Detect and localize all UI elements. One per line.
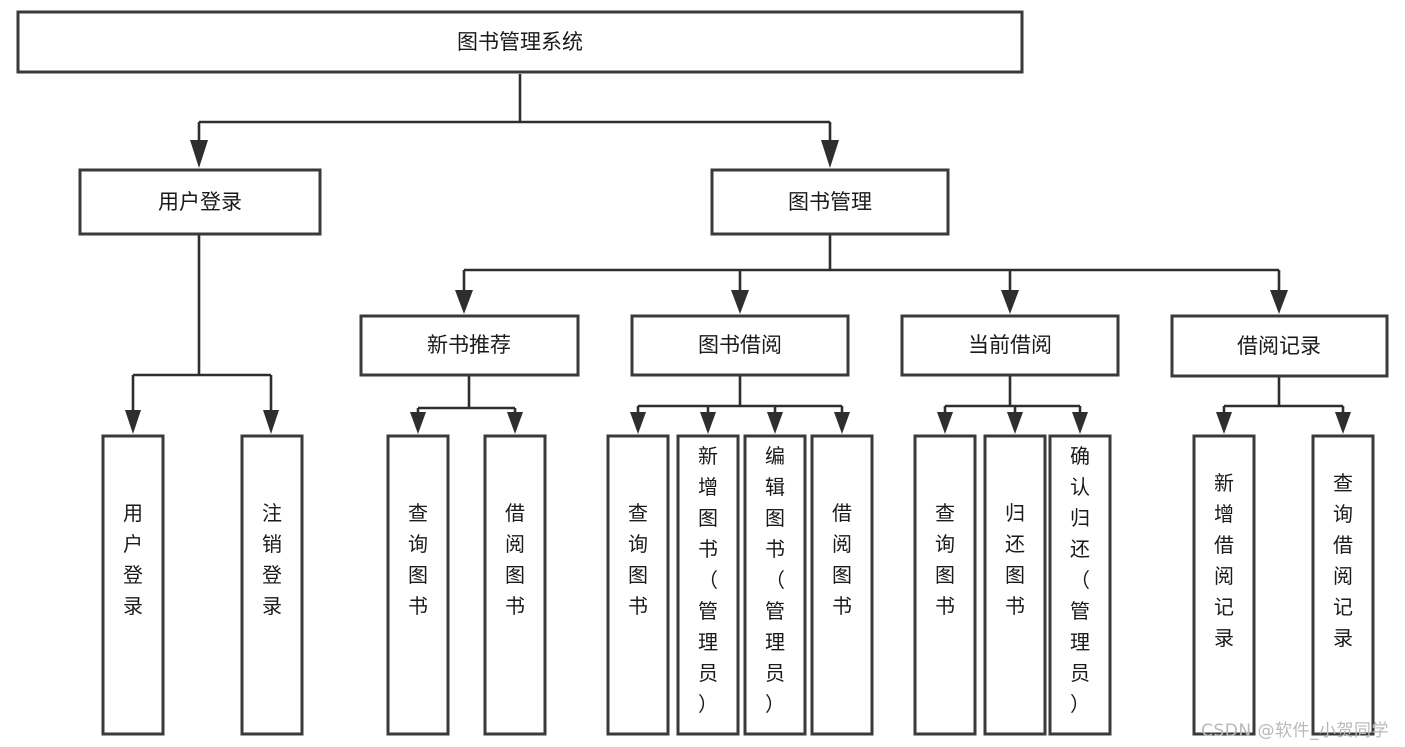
connector-group-current-borrow [937,375,1088,434]
node-book-manage[interactable]: 图书管理 [710,168,950,236]
node-leaf-user-login[interactable]: 用户登录 [101,434,165,736]
node-current-borrow-box[interactable] [900,314,1120,377]
node-leaf-query-book-1-label: 查询图书 [408,501,428,618]
node-leaf-add-record[interactable]: 新增借阅记录 [1192,434,1256,736]
node-leaf-borrow-book-1-box[interactable] [483,434,547,736]
node-leaf-query-record[interactable]: 查询借阅记录 [1311,434,1375,736]
node-leaf-confirm-return[interactable]: 确认归还（管理员） [1048,434,1112,736]
node-leaf-query-book-1[interactable]: 查询图书 [386,434,450,736]
node-user-login[interactable]: 用户登录 [78,168,322,236]
node-leaf-query-book-3-label: 查询图书 [935,501,955,618]
node-borrow-record-box[interactable] [1170,314,1389,378]
node-leaf-user-logout-box[interactable] [240,434,304,736]
node-leaf-confirm-return-label: 确认归还（管理员） [1070,444,1090,716]
node-leaf-query-book-2-box[interactable] [606,434,670,736]
node-leaf-query-book-3[interactable]: 查询图书 [913,434,977,736]
node-root-label: 图书管理系统 [457,30,583,54]
arrow-head-leaf-query-record [1335,412,1351,434]
node-leaf-query-record-label: 查询借阅记录 [1333,471,1353,650]
node-leaf-edit-book-label: 编辑图书（管理员） [765,444,785,716]
connector-group-root [190,74,839,168]
arrow-head-leaf-edit-book [767,412,783,434]
connector-group-borrow-record [1216,376,1351,434]
arrow-head-leaf-borrow-book-2 [834,412,850,434]
arrow-head-leaf-add-record [1216,412,1232,434]
arrow-head-leaf-query-book-2 [630,412,646,434]
arrow-head-leaf-user-login [125,410,141,434]
node-borrow-record[interactable]: 借阅记录 [1170,314,1389,378]
node-leaf-user-login-box[interactable] [101,434,165,736]
node-leaf-return-book-box[interactable] [983,434,1047,736]
node-leaf-add-book[interactable]: 新增图书（管理员） [676,434,740,736]
arrow-head-book-manage [821,140,839,168]
arrow-head-leaf-add-book [700,412,716,434]
node-book-borrow[interactable]: 图书借阅 [630,314,850,377]
node-new-book-recommend-box[interactable] [359,314,580,377]
node-leaf-add-book-box[interactable] [676,434,740,736]
node-leaf-query-book-2[interactable]: 查询图书 [606,434,670,736]
arrow-head-book-borrow [731,290,749,314]
node-leaf-add-record-label: 新增借阅记录 [1214,471,1234,650]
node-leaf-query-book-2-label: 查询图书 [628,501,648,618]
node-leaf-add-book-label: 新增图书（管理员） [698,444,718,716]
node-leaf-borrow-book-1-label: 借阅图书 [505,501,525,618]
node-current-borrow[interactable]: 当前借阅 [900,314,1120,377]
connector-group-new-book-recommend [410,375,523,434]
arrow-head-leaf-return-book [1007,412,1023,434]
node-leaf-return-book-label: 归还图书 [1005,501,1025,618]
node-leaf-confirm-return-box[interactable] [1048,434,1112,736]
csdn-watermark: CSDN @软件_小贺同学 [1201,721,1389,741]
node-new-book-recommend-label: 新书推荐 [427,333,511,357]
node-book-manage-box[interactable] [710,168,950,236]
node-user-login-label: 用户登录 [158,190,242,214]
node-leaf-borrow-book-1[interactable]: 借阅图书 [483,434,547,736]
node-borrow-record-label: 借阅记录 [1237,334,1321,358]
node-new-book-recommend[interactable]: 新书推荐 [359,314,580,377]
node-root[interactable]: 图书管理系统 [16,10,1024,74]
arrow-head-borrow-record [1270,290,1288,314]
connector-group-book-manage [455,234,1288,314]
arrow-head-user-login [190,140,208,168]
node-leaf-query-record-box[interactable] [1311,434,1375,736]
node-leaf-query-book-1-box[interactable] [386,434,450,736]
node-current-borrow-label: 当前借阅 [968,333,1052,357]
node-leaf-return-book[interactable]: 归还图书 [983,434,1047,736]
connector-group-user-login [125,234,279,434]
node-leaf-add-record-box[interactable] [1192,434,1256,736]
arrow-head-leaf-query-book-1 [410,412,426,434]
node-book-borrow-box[interactable] [630,314,850,377]
arrow-head-leaf-query-book-3 [937,412,953,434]
node-user-login-box[interactable] [78,168,322,236]
arrow-head-new-book-recommend [455,290,473,314]
node-book-borrow-label: 图书借阅 [698,333,782,357]
arrow-head-current-borrow [1001,290,1019,314]
arrow-head-leaf-borrow-book-1 [507,412,523,434]
arrow-head-leaf-user-logout [263,410,279,434]
node-leaf-borrow-book-2[interactable]: 借阅图书 [810,434,874,736]
node-leaf-user-logout[interactable]: 注销登录 [240,434,304,736]
connector-group-book-borrow [630,375,850,434]
node-leaf-user-logout-label: 注销登录 [262,501,282,618]
node-leaf-borrow-book-2-box[interactable] [810,434,874,736]
node-book-manage-label: 图书管理 [788,190,872,214]
node-root-box[interactable] [16,10,1024,74]
node-leaf-edit-book-box[interactable] [743,434,807,736]
node-leaf-borrow-book-2-label: 借阅图书 [832,501,852,618]
node-leaf-query-book-3-box[interactable] [913,434,977,736]
node-leaf-edit-book[interactable]: 编辑图书（管理员） [743,434,807,736]
arrow-head-leaf-confirm-return [1072,412,1088,434]
node-leaf-user-login-label: 用户登录 [123,501,143,618]
